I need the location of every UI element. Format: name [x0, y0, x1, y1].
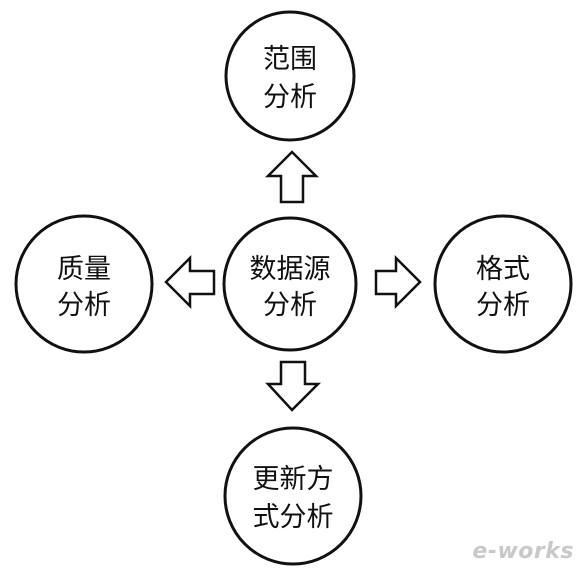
- node-center-line1: 数据源: [250, 254, 331, 285]
- node-left: 质量 分析: [14, 214, 154, 354]
- node-top: 范围 分析: [224, 10, 356, 142]
- node-bottom: 更新方 式分析: [223, 426, 363, 566]
- node-right-line2: 分析: [476, 290, 530, 321]
- node-bottom-line2: 式分析: [253, 502, 334, 533]
- node-left-circle: [14, 214, 154, 354]
- node-bottom-line1: 更新方: [253, 464, 334, 495]
- node-top-line1: 范围: [263, 44, 317, 75]
- node-right: 格式 分析: [433, 214, 573, 354]
- node-right-circle: [433, 214, 573, 354]
- node-top-circle: [224, 10, 356, 142]
- arrow-right-icon: [374, 254, 422, 310]
- node-center: 数据源 分析: [222, 216, 358, 352]
- node-left-line1: 质量: [57, 254, 111, 285]
- node-center-line2: 分析: [263, 290, 317, 321]
- node-bottom-circle: [223, 426, 363, 566]
- node-left-line2: 分析: [57, 290, 111, 321]
- arrow-down-icon: [265, 360, 322, 412]
- node-top-line2: 分析: [263, 82, 317, 113]
- node-center-circle: [222, 216, 358, 352]
- arrow-left-icon: [164, 254, 216, 310]
- arrow-up-icon: [264, 150, 320, 204]
- node-right-line1: 格式: [476, 254, 530, 285]
- watermark-logo: e-works: [472, 539, 574, 564]
